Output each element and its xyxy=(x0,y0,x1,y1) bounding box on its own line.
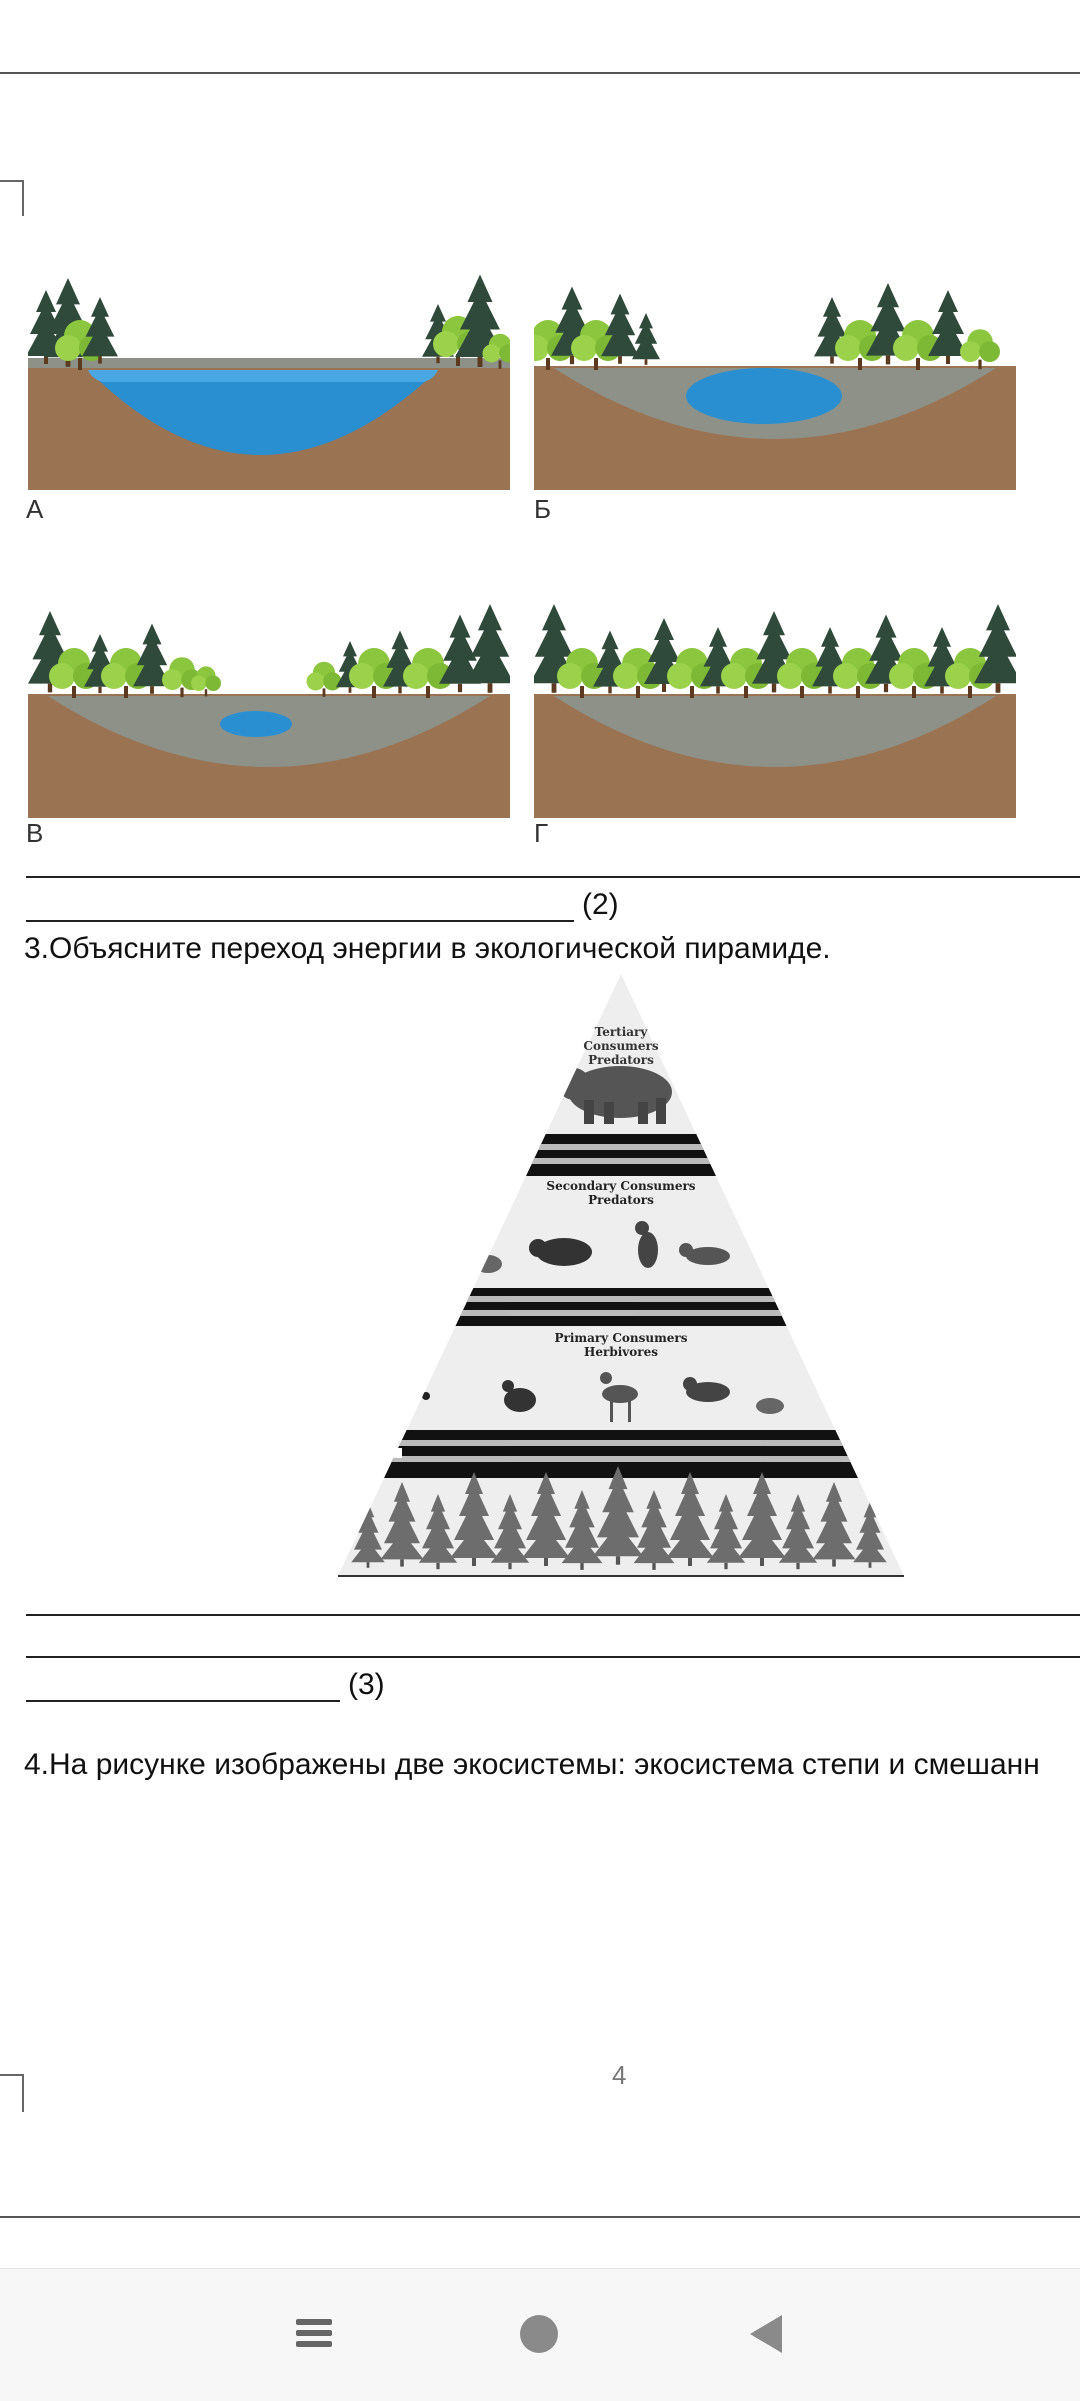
page-corner-bottom xyxy=(0,2074,24,2112)
tertiary-label-3: Predators xyxy=(588,1053,654,1067)
home-icon[interactable] xyxy=(518,2313,560,2355)
bird-icon xyxy=(635,1221,658,1268)
secondary-label-1: Secondary Consumers xyxy=(546,1179,695,1193)
lake-panel-a xyxy=(28,274,510,490)
lake-panel-b xyxy=(534,283,1016,490)
primary-label-2: Herbivores xyxy=(584,1345,658,1359)
lake-panel-g xyxy=(534,604,1016,818)
mouse-icon xyxy=(756,1398,784,1414)
raccoon-icon xyxy=(529,1238,592,1266)
page-corner-top xyxy=(0,180,24,216)
system-nav-bar xyxy=(0,2268,1080,2401)
deer-icon xyxy=(600,1372,638,1422)
answer-line xyxy=(26,1656,1080,1658)
panel-label-b: Б xyxy=(534,494,552,524)
page-number: 4 xyxy=(612,2060,627,2090)
answer-line xyxy=(26,876,1080,878)
back-icon[interactable] xyxy=(746,2313,786,2355)
top-divider xyxy=(0,72,1080,74)
secondary-label-2: Predators xyxy=(588,1193,654,1207)
answer-line xyxy=(26,1700,340,1702)
answer-line xyxy=(26,920,574,922)
question-3-text: 3.Объясните переход энергии в экологичес… xyxy=(24,932,831,965)
squirrel-icon xyxy=(502,1380,536,1412)
question-3-score: (3) xyxy=(348,1668,385,1701)
frog-icon xyxy=(474,1255,502,1273)
tertiary-label-2: Consumers xyxy=(583,1039,658,1053)
question-2-score: (2) xyxy=(582,888,619,921)
bird-icon xyxy=(683,1377,730,1402)
answer-line xyxy=(26,1614,1080,1616)
menu-icon[interactable] xyxy=(294,2313,334,2353)
lake-panel-v xyxy=(28,604,510,818)
panel-label-g: Г xyxy=(534,818,549,848)
primary-label-1: Primary Consumers xyxy=(554,1331,687,1345)
ecological-pyramid: Tertiary Consumers Predators Secondary C… xyxy=(338,974,904,1577)
question-4-text: 4.На рисунке изображены две экосистемы: … xyxy=(24,1748,1040,1781)
panel-label-v: В xyxy=(26,818,44,848)
panel-label-a: А xyxy=(26,494,44,524)
bottom-divider xyxy=(0,2216,1080,2218)
fox-icon xyxy=(679,1243,730,1265)
tertiary-label-1: Tertiary xyxy=(595,1025,649,1039)
